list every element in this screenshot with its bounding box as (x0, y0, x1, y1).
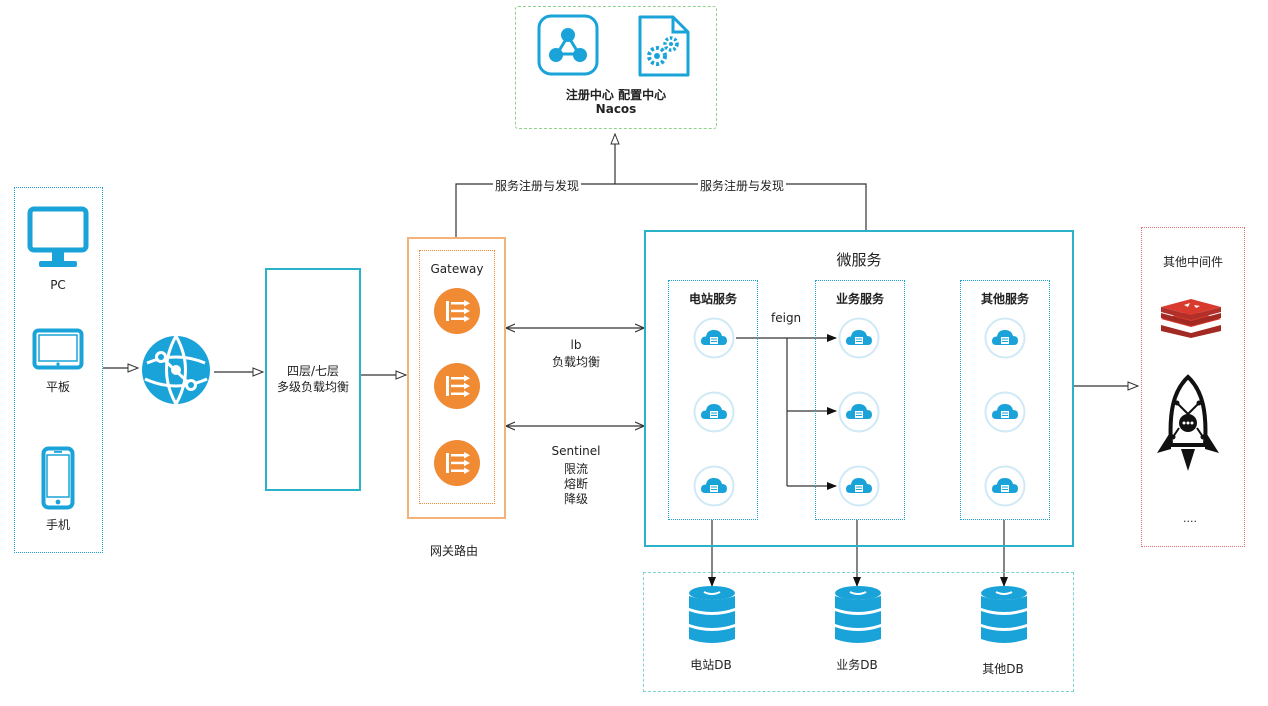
registration-label-right: 服务注册与发现 (697, 177, 787, 194)
db-other-label: 其他DB (982, 662, 1024, 676)
feign-label: feign (771, 311, 802, 325)
load-balancer-box (265, 268, 361, 491)
other-service-group (960, 280, 1050, 520)
cloud-service-icon (838, 391, 880, 433)
db-station-label: 电站DB (690, 658, 732, 672)
cloud-service-icon (984, 465, 1026, 507)
cloud-service-icon (984, 317, 1026, 359)
gateway-node-icon (434, 363, 480, 409)
other-service-label: 其他服务 (980, 292, 1030, 306)
cloud-service-icon (693, 317, 735, 359)
registry-icon (537, 14, 599, 76)
sentinel-rate-limit: 限流 (563, 462, 589, 476)
client-tablet-label: 平板 (45, 380, 71, 394)
station-service-label: 电站服务 (688, 292, 738, 306)
middleware-box (1141, 227, 1245, 547)
nacos-box (515, 6, 717, 129)
config-file-icon (638, 15, 690, 77)
pc-icon (27, 206, 89, 267)
sentinel-circuit-break: 熔断 (563, 477, 589, 491)
lb-label: lb (570, 338, 582, 352)
lb-sublabel: 负载均衡 (551, 355, 601, 369)
gateway-inner-box (419, 250, 495, 504)
db-business-label: 业务DB (836, 658, 878, 672)
microservices-box (644, 230, 1074, 547)
sentinel-degrade: 降级 (563, 492, 589, 506)
clients-box (14, 187, 103, 553)
redis-icon (1161, 299, 1221, 338)
gateway-node-icon (434, 440, 480, 486)
nacos-title: 注册中心 配置中心 (565, 88, 667, 102)
gateway-caption: 网关路由 (429, 544, 479, 558)
client-phone-label: 手机 (45, 518, 71, 532)
databases-box (643, 572, 1074, 692)
phone-icon (41, 446, 75, 510)
cloud-service-icon (693, 391, 735, 433)
nacos-subtitle: Nacos (595, 102, 637, 116)
middleware-more: .... (1183, 512, 1197, 525)
internet-globe-icon (142, 335, 210, 405)
station-service-group (668, 280, 758, 520)
client-pc-label: PC (50, 278, 66, 292)
middleware-title: 其他中间件 (1162, 255, 1224, 269)
business-service-label: 业务服务 (835, 292, 885, 306)
gateway-title: Gateway (430, 262, 484, 276)
sentinel-label: Sentinel (551, 444, 601, 458)
cloud-service-icon (838, 317, 880, 359)
tablet-icon (32, 328, 84, 370)
cloud-service-icon (693, 465, 735, 507)
microservices-title: 微服务 (836, 251, 882, 269)
cloud-service-icon (838, 465, 880, 507)
database-icon (981, 586, 1027, 643)
database-icon (689, 586, 735, 643)
registration-label-left: 服务注册与发现 (492, 177, 582, 194)
cloud-service-icon (984, 391, 1026, 433)
gateway-node-icon (434, 288, 480, 334)
business-service-group (815, 280, 905, 520)
load-balancer-line1: 四层/七层 (286, 364, 340, 378)
rocket-icon (1157, 374, 1219, 471)
database-icon (835, 586, 881, 643)
gateway-box (407, 237, 506, 519)
load-balancer-line2: 多级负载均衡 (276, 380, 350, 394)
